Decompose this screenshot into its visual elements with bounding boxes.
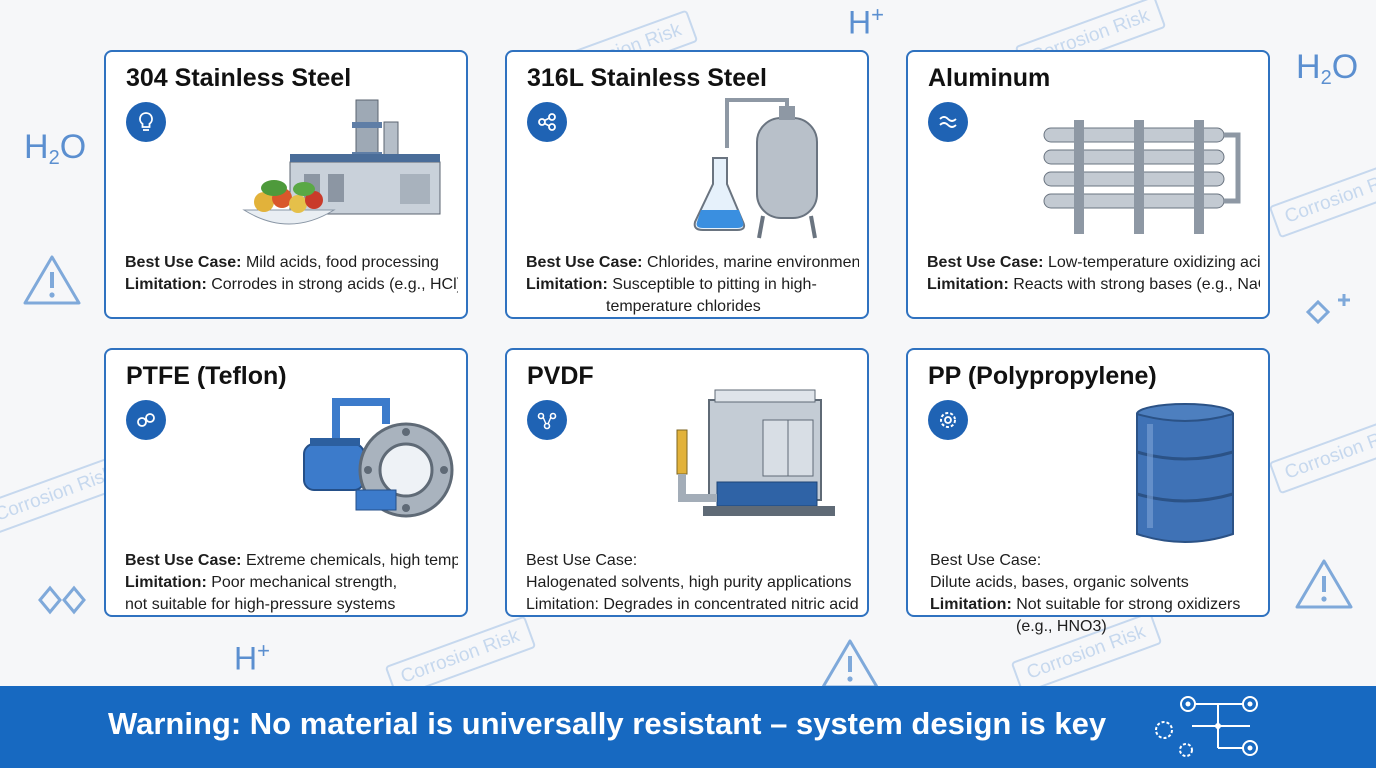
card-line: Best Use Case: Mild acids, food processi… [125, 254, 439, 271]
material-card-ptfe: PTFE (Teflon) Best Use Case: Extreme che… [104, 348, 468, 617]
purity-skid-unit-illustration [676, 389, 835, 516]
card-description: Best Use Case: Chlorides, marine environ… [526, 252, 859, 318]
h2o-label-right: H2O [1296, 48, 1359, 89]
card-line: Halogenated solvents, high purity applic… [526, 574, 852, 591]
card-title: PTFE (Teflon) [126, 362, 287, 390]
card-title: 316L Stainless Steel [527, 64, 767, 92]
card-line: Best Use Case: Extreme chemicals, high t… [125, 552, 458, 569]
corrosion-risk-stamp: Corrosion Risk [1268, 155, 1376, 239]
chemical-drum-illustration [1136, 403, 1234, 543]
rings-icon [126, 400, 166, 440]
card-description: Best Use Case: Extreme chemicals, high t… [125, 550, 458, 616]
tank-and-flask-illustration [693, 98, 818, 239]
card-line: (e.g., HNO3) [1016, 618, 1107, 635]
molecule-decoration-icon [1305, 294, 1350, 325]
card-line: Limitation: Degrades in concentrated nit… [526, 596, 859, 613]
heat-exchanger-pipes-illustration [1043, 120, 1241, 234]
warning-banner: Warning: No material is universally resi… [0, 686, 1376, 768]
warning-triangle-icon [821, 639, 879, 689]
card-title: PVDF [527, 362, 594, 390]
warning-triangle-icon [23, 255, 81, 305]
card-description: Best Use Case: Mild acids, food processi… [125, 252, 458, 296]
card-line: Best Use Case: Chlorides, marine environ… [526, 254, 859, 271]
material-card-pvdf: PVDF Best Use Case: Halogenated solvents… [505, 348, 869, 617]
centrifugal-pump-illustration [303, 398, 454, 518]
card-description: Best Use Case: Dilute acids, bases, orga… [930, 550, 1260, 638]
card-line: Limitation: Not suitable for strong oxid… [930, 596, 1241, 613]
card-line: Limitation: Reacts with strong bases (e.… [927, 276, 1260, 293]
card-line: not suitable for high-pressure systems [125, 596, 396, 613]
h2o-label-left: H2O [24, 128, 87, 169]
card-line: Best Use Case: [930, 552, 1042, 569]
network-icon [527, 400, 567, 440]
card-line: temperature chlorides [606, 298, 761, 315]
card-title: PP (Polypropylene) [928, 362, 1157, 390]
warning-triangle-icon [1295, 559, 1353, 609]
material-card-pp: PP (Polypropylene) Best Use Case: Dilute… [906, 348, 1270, 635]
waves-icon [928, 102, 968, 142]
circuit-diagram-icon [1155, 696, 1258, 757]
card-description: Best Use Case: Halogenated solvents, hig… [526, 550, 859, 616]
card-line: Limitation: Poor mechanical strength, [125, 574, 398, 591]
card-line: Best Use Case: [526, 552, 638, 569]
material-card-304-stainless: 304 Stainless Steel Best Use Case: Mild … [104, 50, 468, 319]
card-title: 304 Stainless Steel [126, 64, 352, 92]
warning-message: Warning: No material is universally resi… [108, 706, 1107, 741]
gear-icon [928, 400, 968, 440]
lightbulb-icon [126, 102, 166, 142]
food-processing-plant-illustration [242, 99, 441, 225]
corrosion-risk-stamp: Corrosion Risk [1268, 411, 1376, 495]
card-line: Limitation: Susceptible to pitting in hi… [526, 276, 817, 293]
card-line: Limitation: Corrodes in strong acids (e.… [125, 276, 458, 293]
card-title: Aluminum [928, 64, 1051, 92]
card-description: Best Use Case: Low-temperature oxidizing… [927, 252, 1260, 296]
molecule-icon [527, 102, 567, 142]
material-card-316l-stainless: 316L Stainless Steel Best Use Case: Chlo… [505, 50, 869, 319]
card-line: Best Use Case: Low-temperature oxidizing… [927, 254, 1260, 271]
h-plus-label-bottom: H+ [234, 638, 270, 677]
molecule-decoration-icon [38, 585, 86, 615]
card-line: Dilute acids, bases, organic solvents [930, 574, 1189, 591]
h-plus-label-top: H+ [848, 2, 884, 41]
material-card-aluminum: Aluminum Best Use Case: Low-temperature … [906, 50, 1270, 319]
